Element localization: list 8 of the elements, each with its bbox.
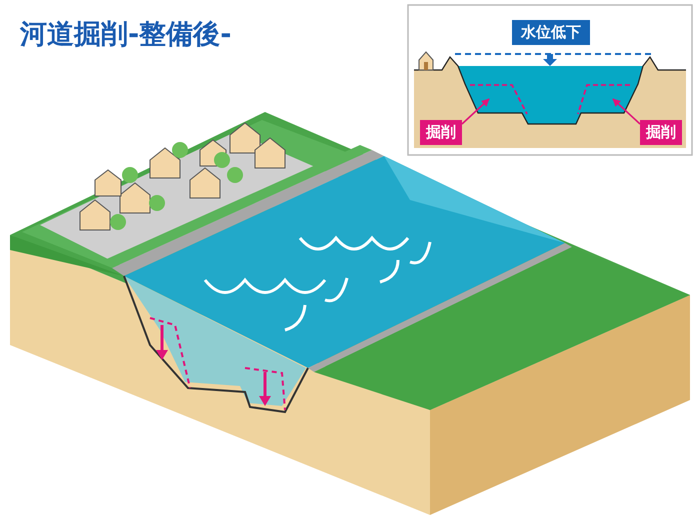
water-level-label: 水位低下: [512, 20, 590, 45]
excavation-area: [577, 84, 630, 114]
title: 河道掘削-整備後-: [20, 18, 232, 52]
excavation-label: 掘削: [640, 120, 682, 145]
excavation-label: 掘削: [420, 120, 462, 145]
leader-line: [612, 98, 641, 125]
excavation-area: [470, 84, 528, 114]
leader-line: [461, 98, 490, 125]
